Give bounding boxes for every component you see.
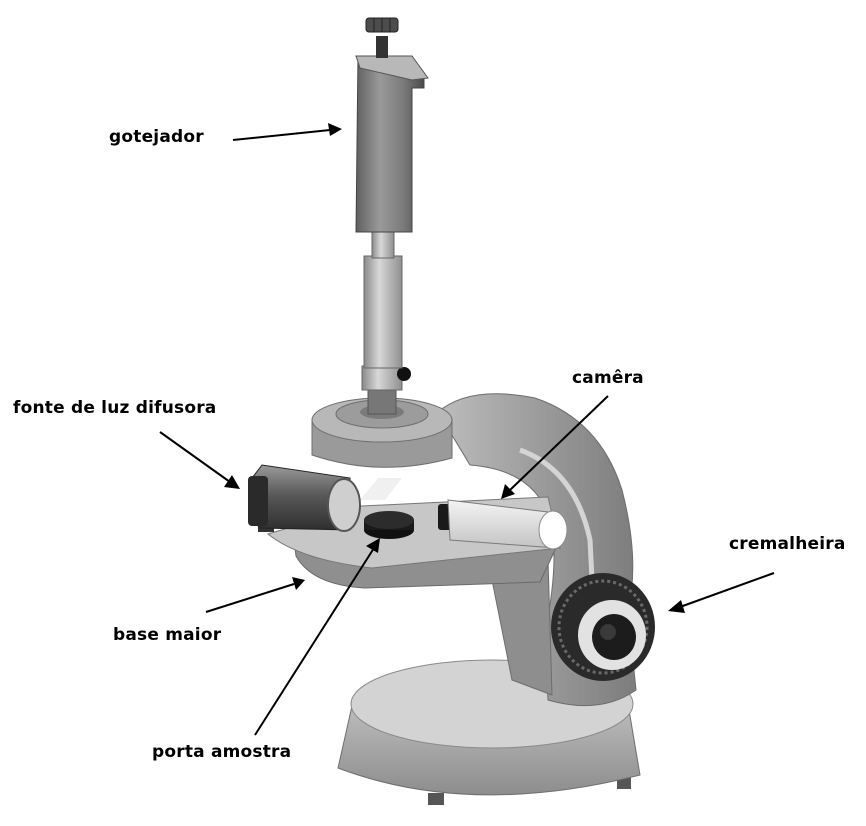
label-camera: camêra bbox=[572, 368, 644, 388]
label-porta-amostra: porta amostra bbox=[152, 742, 291, 762]
label-gotejador: gotejador bbox=[109, 127, 204, 147]
arrow-gotejador bbox=[233, 123, 342, 140]
arrow-fonte-de-luz bbox=[160, 432, 240, 489]
label-base-maior: base maior bbox=[113, 625, 221, 645]
dropper-column bbox=[356, 18, 428, 414]
sample-holder bbox=[364, 511, 414, 539]
rack-focus-knob bbox=[551, 573, 655, 681]
diffuse-light-source bbox=[248, 465, 360, 532]
label-fonte-de-luz: fonte de luz difusora bbox=[13, 398, 216, 418]
arrow-base-maior bbox=[206, 577, 305, 612]
arrow-cremalheira bbox=[668, 573, 774, 613]
label-cremalheira: cremalheira bbox=[729, 534, 846, 554]
